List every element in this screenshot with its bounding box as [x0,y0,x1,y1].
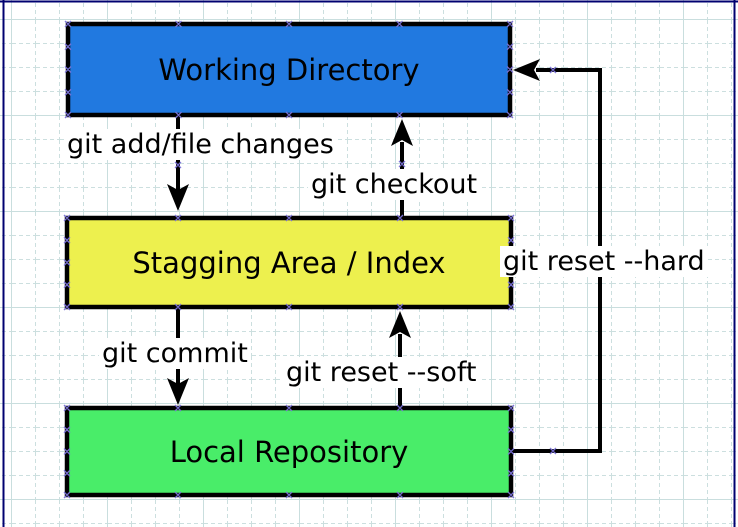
arrowheads [167,59,540,405]
edge-label-git-add: git add/file changes [64,129,337,160]
connection-handles [63,20,557,499]
arrowhead-git-commit-down [167,378,189,405]
edge-label-git-checkout: git checkout [308,169,481,200]
node-label-staging-area[interactable]: Stagging Area / Index [132,245,446,280]
edge-label-git-reset-soft: git reset --soft [283,357,480,388]
arrowhead-git-checkout-up [391,119,413,146]
node-label-local-repository[interactable]: Local Repository [169,434,409,469]
edge-label-git-commit: git commit [99,338,251,369]
node-label-working-directory[interactable]: Working Directory [158,52,420,87]
edge-label-git-reset-hard: git reset --hard [500,246,708,277]
arrowhead-git-reset-soft-up [389,311,411,338]
arrowhead-git-reset-hard-left [513,59,540,81]
arrowhead-git-add-down [167,184,189,211]
node-local-repository[interactable] [64,405,514,498]
node-staging-area[interactable] [64,215,514,310]
